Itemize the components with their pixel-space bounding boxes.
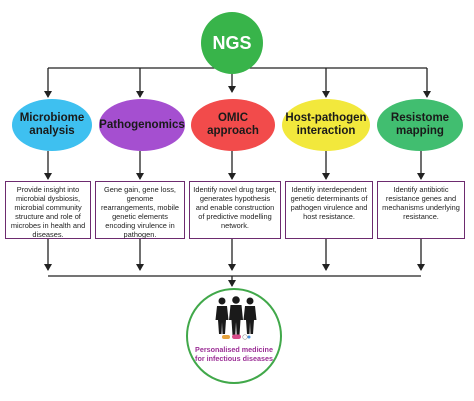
node-label: Microbiome analysis (19, 112, 85, 137)
microbiome-analysis-node: Microbiome analysis (12, 99, 92, 151)
omic-approach-node: OMIC approach (191, 99, 275, 151)
outcome-label: Personalised medicine for infectious dis… (195, 345, 273, 363)
description-text: Gene gain, gene loss, genome rearrangeme… (100, 185, 180, 239)
host-pathogen-description-box: Identify interdependent genetic determin… (285, 181, 373, 239)
pills-icon (222, 334, 251, 340)
node-label: Resistome mapping (390, 112, 450, 137)
description-text: Provide insight into microbial dysbiosis… (10, 185, 86, 239)
node-label: Pathogenomics (99, 118, 185, 131)
description-text: Identify interdependent genetic determin… (290, 185, 368, 221)
node-label: Host-pathogen interaction (285, 112, 367, 137)
node-label: OMIC approach (207, 112, 259, 137)
people-icon (215, 296, 257, 335)
pathogenomics-node: Pathogenomics (99, 99, 185, 151)
description-text: Identify novel drug target, generates hy… (193, 185, 277, 230)
host-pathogen-interaction-node: Host-pathogen interaction (282, 99, 370, 151)
description-text: Identify antibiotic resistance genes and… (382, 185, 460, 221)
ngs-node: NGS (201, 12, 263, 74)
omic-description-box: Identify novel drug target, generates hy… (189, 181, 281, 239)
resistome-mapping-node: Resistome mapping (377, 99, 463, 151)
pathogenomics-description-box: Gene gain, gene loss, genome rearrangeme… (95, 181, 185, 239)
ngs-label: NGS (212, 32, 252, 53)
resistome-description-box: Identify antibiotic resistance genes and… (377, 181, 465, 239)
microbiome-description-box: Provide insight into microbial dysbiosis… (5, 181, 91, 239)
